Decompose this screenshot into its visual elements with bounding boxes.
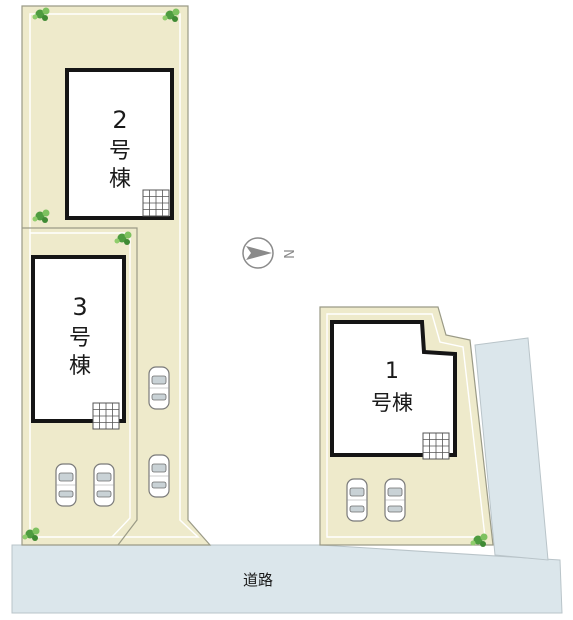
lot-3-suffix-1: 号 [69,326,91,351]
building-lot-3: 3 号 棟 [31,255,126,430]
north-arrow-icon: N [242,237,295,269]
lot-2-suffix-2: 棟 [109,167,131,192]
lot-1-number: 1 [385,359,399,384]
neighbor-strip [474,337,549,561]
building-lot-1: 1 号棟 [330,320,457,460]
car-icon [384,478,406,522]
car-icon [148,454,170,498]
lot-1-suffix: 号棟 [371,391,413,415]
lot-3-number: 3 [72,293,87,321]
road-label: 道路 [243,571,273,589]
building-lot-2: 2 号 棟 [65,68,174,220]
car-icon [346,478,368,522]
north-label: N [280,249,295,259]
car-icon [93,463,115,507]
lot-boundary [22,227,138,546]
stairs-icon [142,189,170,217]
lot-boundary-inner [30,232,131,538]
car-icon [148,366,170,410]
stairs-icon [422,432,450,460]
lot-3-suffix-2: 棟 [69,354,91,379]
road: 道路 [11,544,563,614]
car-icon [55,463,77,507]
lot-2-number: 2 [112,106,127,134]
stairs-icon [92,402,120,430]
lot-2-suffix-1: 号 [109,139,131,164]
